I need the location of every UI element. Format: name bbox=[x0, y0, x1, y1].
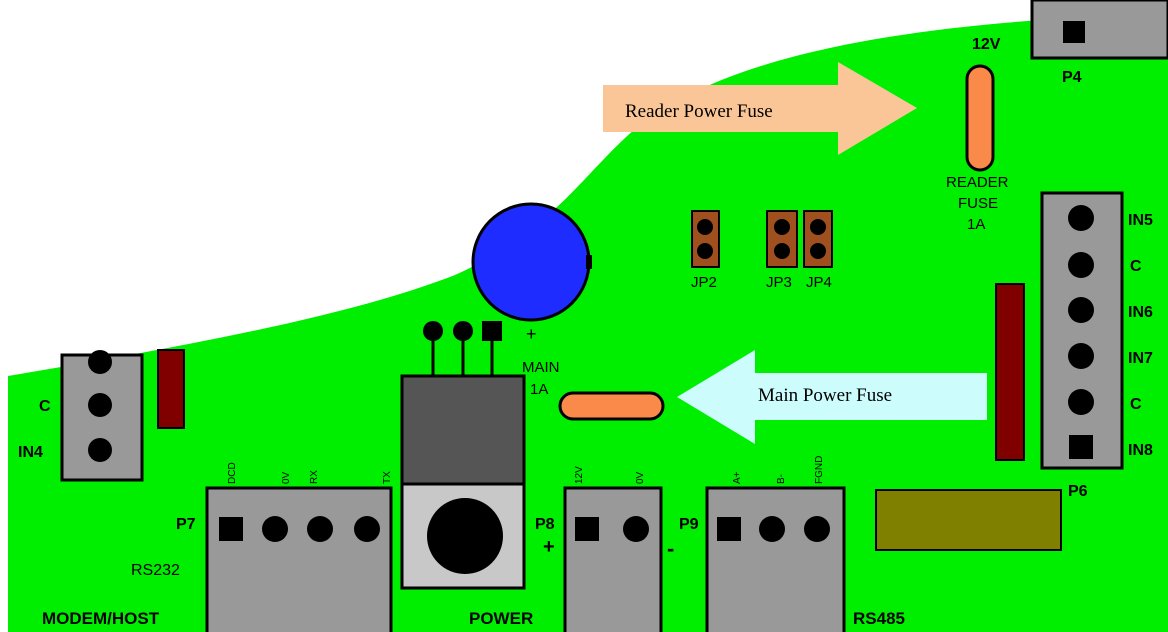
label-left-c: C bbox=[39, 398, 51, 415]
p7-pin-label-0v: 0V bbox=[281, 471, 292, 484]
capacitor-marker bbox=[586, 255, 592, 269]
p8-pin-label-12v: 12V bbox=[574, 466, 585, 484]
label-rs232: RS232 bbox=[131, 562, 180, 579]
label-modem-host: MODEM/HOST bbox=[42, 609, 160, 628]
label-jp4: JP4 bbox=[806, 274, 832, 291]
p6-pin-label-in6: IN6 bbox=[1128, 304, 1153, 321]
regulator-pin-2 bbox=[453, 321, 473, 341]
p9-pin-label-a: A+ bbox=[732, 471, 743, 484]
p8-pin-label-0v: 0V bbox=[635, 471, 646, 484]
p4-connector bbox=[1030, 0, 1168, 60]
p9-pin-label-b: B- bbox=[776, 474, 787, 484]
regulator-pin-3 bbox=[482, 321, 502, 341]
right-resistor bbox=[995, 283, 1025, 461]
label-main-fuse-2: 1A bbox=[530, 381, 548, 398]
p7-pin-label-rx: RX bbox=[309, 470, 320, 484]
p8-connector bbox=[563, 486, 663, 632]
p7-pin-label-tx: TX bbox=[382, 471, 393, 484]
label-p8-plus: + bbox=[543, 536, 555, 558]
label-12v: 12V bbox=[972, 36, 1001, 53]
p6-pin-label-in5: IN5 bbox=[1128, 212, 1153, 229]
p6-pin-label-in7: IN7 bbox=[1128, 350, 1153, 367]
label-jp3: JP3 bbox=[766, 274, 792, 291]
label-p8: P8 bbox=[535, 516, 555, 533]
label-p4: P4 bbox=[1062, 69, 1082, 86]
label-capacitor-plus: + bbox=[526, 324, 537, 344]
p7-connector bbox=[205, 486, 393, 632]
regulator-pin-1 bbox=[423, 321, 443, 341]
label-reader-fuse-1: READER bbox=[946, 174, 1009, 191]
regulator-mounting-hole bbox=[427, 498, 503, 574]
label-jp2: JP2 bbox=[691, 274, 717, 291]
label-reader-fuse-3: 1A bbox=[967, 216, 985, 233]
label-p7: P7 bbox=[176, 516, 196, 533]
jumper-jp4 bbox=[803, 210, 833, 268]
label-reader-fuse-2: FUSE bbox=[958, 195, 998, 212]
p6-pin-label-c2: C bbox=[1130, 396, 1142, 413]
label-p6: P6 bbox=[1068, 483, 1088, 500]
olive-component bbox=[875, 489, 1062, 551]
reader-fuse bbox=[965, 64, 995, 172]
label-p8-minus: - bbox=[667, 536, 674, 561]
main-fuse bbox=[558, 391, 665, 421]
label-main-fuse-1: MAIN bbox=[522, 359, 560, 376]
jumper-jp2 bbox=[691, 210, 720, 268]
label-power: POWER bbox=[469, 609, 533, 628]
reader-fuse-callout-arrow bbox=[603, 62, 917, 155]
reader-fuse-callout-text: Reader Power Fuse bbox=[625, 101, 773, 122]
left-resistor bbox=[157, 349, 185, 429]
capacitor bbox=[471, 202, 591, 322]
label-rs485: RS485 bbox=[853, 609, 905, 628]
p6-connector bbox=[1040, 191, 1124, 470]
p4-pin bbox=[1063, 21, 1085, 43]
p6-pin-label-c1: C bbox=[1130, 258, 1142, 275]
main-fuse-callout-arrow bbox=[677, 350, 987, 444]
p6-pin-label-in8: IN8 bbox=[1128, 442, 1153, 459]
voltage-regulator-body bbox=[400, 374, 526, 486]
p9-connector bbox=[705, 486, 846, 632]
label-in4: IN4 bbox=[18, 444, 43, 461]
jumper-jp3 bbox=[766, 210, 798, 268]
pcb-board bbox=[8, 14, 1168, 632]
label-p9: P9 bbox=[679, 516, 699, 533]
main-fuse-callout-text: Main Power Fuse bbox=[758, 385, 892, 406]
p9-pin-label-fgnd: FGND bbox=[814, 456, 825, 484]
p7-pin-label-dcd: DCD bbox=[227, 462, 238, 484]
